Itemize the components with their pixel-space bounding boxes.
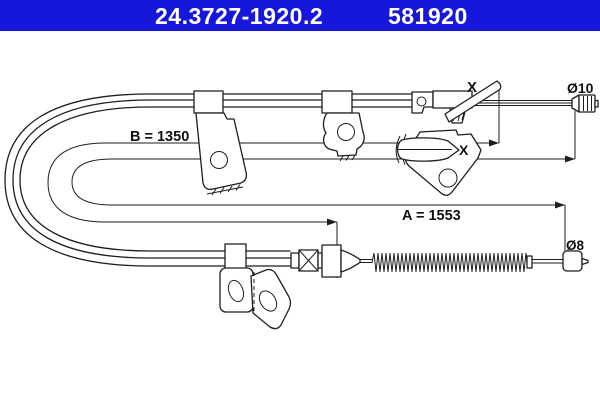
cable-conduit-loop bbox=[4, 93, 414, 267]
arrow-to-lever bbox=[489, 139, 499, 147]
knurl-marks bbox=[298, 249, 319, 272]
flange-slot bbox=[258, 290, 278, 312]
bracket-flange bbox=[250, 268, 292, 330]
arrow-to-bottom-end bbox=[555, 201, 565, 209]
part-number: 581920 bbox=[388, 3, 468, 29]
clip-hole bbox=[337, 123, 355, 141]
bracket-hole bbox=[438, 168, 458, 188]
dimension-b-path bbox=[47, 139, 499, 226]
dimension-a-label: A = 1553 bbox=[402, 208, 461, 224]
arrow-to-adjuster bbox=[327, 218, 337, 226]
hatch-marks bbox=[206, 184, 244, 196]
arrow-to-top-end bbox=[565, 155, 575, 163]
catalog-number: 24.3727-1920.2 bbox=[155, 3, 324, 29]
dimension-a-path bbox=[71, 155, 575, 209]
mounting-bracket-bottom bbox=[219, 243, 292, 330]
mounting-bracket-left bbox=[193, 90, 248, 196]
adjuster-assembly bbox=[290, 244, 372, 278]
cable-clip-middle bbox=[321, 90, 365, 162]
end-fitting-top bbox=[571, 94, 599, 113]
dimension-b-label: B = 1350 bbox=[130, 129, 189, 145]
inner-cable-top bbox=[472, 100, 572, 106]
end-fitting-bottom bbox=[562, 250, 589, 272]
hatch-marks bbox=[339, 154, 356, 162]
conduit-funnel bbox=[340, 249, 361, 273]
diameter-top-label: Ø10 bbox=[567, 80, 594, 96]
spring-coil bbox=[371, 252, 528, 273]
connector-hole bbox=[416, 96, 427, 107]
title-bar: 24.3727-1920.2 581920 bbox=[0, 0, 600, 31]
cable-after-spring bbox=[526, 255, 563, 269]
bracket-hole bbox=[210, 151, 228, 169]
fixing-bracket-middle bbox=[395, 129, 482, 196]
fixpoint-mid-label: X bbox=[459, 142, 469, 158]
diameter-bottom-label: Ø8 bbox=[566, 238, 585, 253]
fixpoint-top-label: X bbox=[467, 79, 477, 96]
bracket-slot bbox=[227, 279, 245, 303]
actuating-lever bbox=[444, 80, 502, 123]
